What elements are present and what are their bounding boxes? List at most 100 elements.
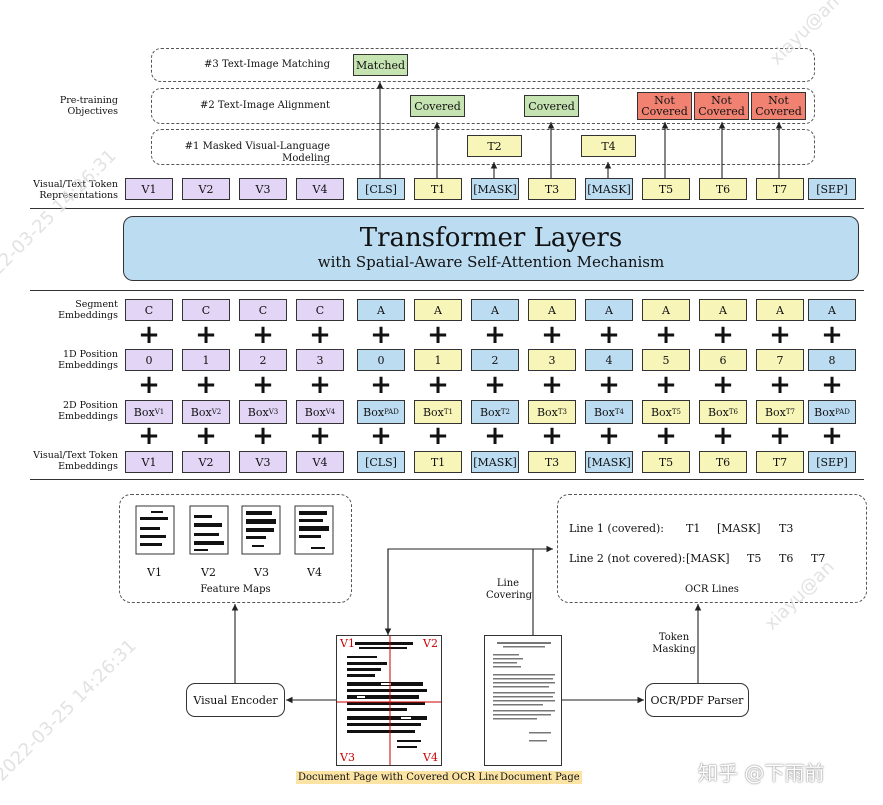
plus-sign: + [598,421,620,451]
prediction-t4: T4 [581,135,636,157]
segment-token-1: C [182,299,230,321]
pos2d-sub-2: V3 [268,407,279,416]
pos2d-base-7: Box [536,405,558,419]
objective-label-2: #2 Text-Image Alignment [200,100,330,111]
pos2d-label: 2D Position Embeddings [58,400,118,422]
document-page [484,635,562,766]
transformer-subtitle: with Spatial-Aware Self-Attention Mechan… [317,253,665,271]
output-token-0: V1 [125,178,173,200]
quadrant-label-v3: V3 [340,751,355,764]
objective-label-3: #3 Text-Image Matching [204,59,330,70]
not-covered-box-t6: Not Covered [694,92,749,120]
quadrant-label-v1: V1 [340,637,355,650]
plus-sign: + [484,370,506,400]
pos1d-token-6: 2 [471,349,519,371]
token-token-8: [MASK] [585,451,633,473]
objective-arrows [376,82,783,178]
pos2d-sub-0: V1 [154,407,165,416]
token-token-6: [MASK] [471,451,519,473]
plus-sign: + [598,370,620,400]
divider-bottom [30,479,864,481]
segment-token-6: A [471,299,519,321]
ocr-line2-token-2: T6 [779,552,794,565]
pos1d-token-2: 2 [239,349,287,371]
token-token-7: T3 [528,451,576,473]
token-token-9: T5 [642,451,690,473]
output-token-7: T3 [528,178,576,200]
ocr-line1-token-1: [MASK] [717,522,761,535]
pos1d-token-5: 1 [414,349,462,371]
segment-token-12: A [808,299,856,321]
ocr-line2-label: Line 2 (not covered): [569,552,686,565]
pos2d-base-4: Box [363,405,385,419]
ocr-line1-token-2: T3 [779,522,794,535]
plus-sign: + [138,370,160,400]
pos2d-base-8: Box [593,405,615,419]
segment-token-7: A [528,299,576,321]
output-token-5: T1 [414,178,462,200]
feature-map-label-v3: V3 [254,566,269,579]
pos2d-sub-8: T4 [614,407,625,416]
plus-sign: + [769,421,791,451]
segment-token-5: A [414,299,462,321]
pos2d-sub-4: PAD [384,407,399,416]
plus-sign: + [195,370,217,400]
pos1d-label: 1D Position Embeddings [58,349,118,371]
plus-sign: + [138,320,160,350]
pos2d-base-1: Box [190,405,212,419]
ocr-parser-box: OCR/PDF Parser [645,683,749,717]
pos2d-sub-12: PAD [835,407,850,416]
pos1d-token-9: 5 [642,349,690,371]
feature-map-label-v2: V2 [201,566,216,579]
output-token-8: [MASK] [585,178,633,200]
token-token-0: V1 [125,451,173,473]
output-token-2: V3 [239,178,287,200]
watermark-brand: 知乎 @下雨前 [698,761,825,785]
output-token-4: [CLS] [357,178,405,200]
ocr-line2-token-0: [MASK] [686,552,730,565]
output-row-label: Visual/Text Token Representations [33,179,118,201]
output-token-9: T5 [642,178,690,200]
plus-sign: + [252,421,274,451]
plus-sign: + [541,370,563,400]
pos2d-base-0: Box [133,405,155,419]
not-covered-box-t5: Not Covered [637,92,692,120]
plus-sign: + [484,320,506,350]
output-token-11: T7 [756,178,804,200]
ocr-line1-token-0: T1 [686,522,701,535]
plus-sign: + [370,320,392,350]
covered-page-caption: Document Page with Covered OCR Lines [296,771,508,784]
plus-sign: + [309,320,331,350]
plus-sign: + [541,421,563,451]
pos1d-token-0: 0 [125,349,173,371]
pos2d-sub-7: T3 [557,407,568,416]
plus-sign: + [309,421,331,451]
pos2d-sub-9: T5 [671,407,682,416]
plus-sign: + [252,320,274,350]
objective-label-1: #1 Masked Visual-Language Modeling [184,141,330,164]
covered-document-page: V1 V2 V3 V4 [336,635,442,766]
token-token-5: T1 [414,451,462,473]
segment-token-0: C [125,299,173,321]
quadrant-label-v2: V2 [423,637,438,650]
segment-token-3: C [296,299,344,321]
plus-sign: + [138,421,160,451]
segment-token-4: A [357,299,405,321]
prediction-t2: T2 [467,135,522,157]
plus-sign: + [309,370,331,400]
pos2d-base-3: Box [304,405,326,419]
output-token-3: V4 [296,178,344,200]
plus-sign: + [370,370,392,400]
token-token-1: V2 [182,451,230,473]
objectives-side-label: Pre-training Objectives [59,95,118,117]
token-masking-label: Token Masking [652,632,696,655]
